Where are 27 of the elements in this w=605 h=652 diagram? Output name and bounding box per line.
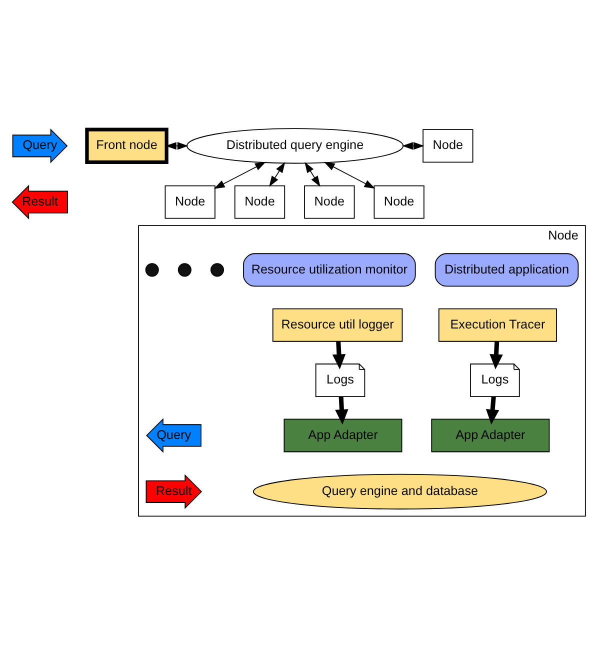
arrow [486,396,500,425]
arrow [490,341,503,370]
node-box: Node [422,129,474,163]
node-box: Resource util logger [272,308,403,342]
node-circle [178,263,192,277]
node-box: Node [234,185,286,219]
node-circle [145,263,159,277]
arrow [324,162,376,189]
node-box: App Adapter [284,418,402,452]
arrow [269,162,286,187]
node-box: Distributed application [434,253,579,287]
arrow [335,396,348,425]
node-box: Execution Tracer [438,308,557,342]
node-box: Node [164,185,216,219]
node-ellipse: Distributed query engine [186,128,404,164]
arrow [402,142,424,150]
node-box: Node [374,185,424,219]
node-circle [210,263,224,277]
node-box: App Adapter [431,418,550,452]
node-ellipse: Query engine and database [252,474,547,510]
arrow [332,341,346,370]
node-box: Resource utilization monitor [243,253,416,287]
arrow [214,162,266,189]
node-box: Node [304,185,355,219]
arrow [166,142,188,150]
arrow [304,162,320,187]
node-box: Front node [85,128,168,164]
